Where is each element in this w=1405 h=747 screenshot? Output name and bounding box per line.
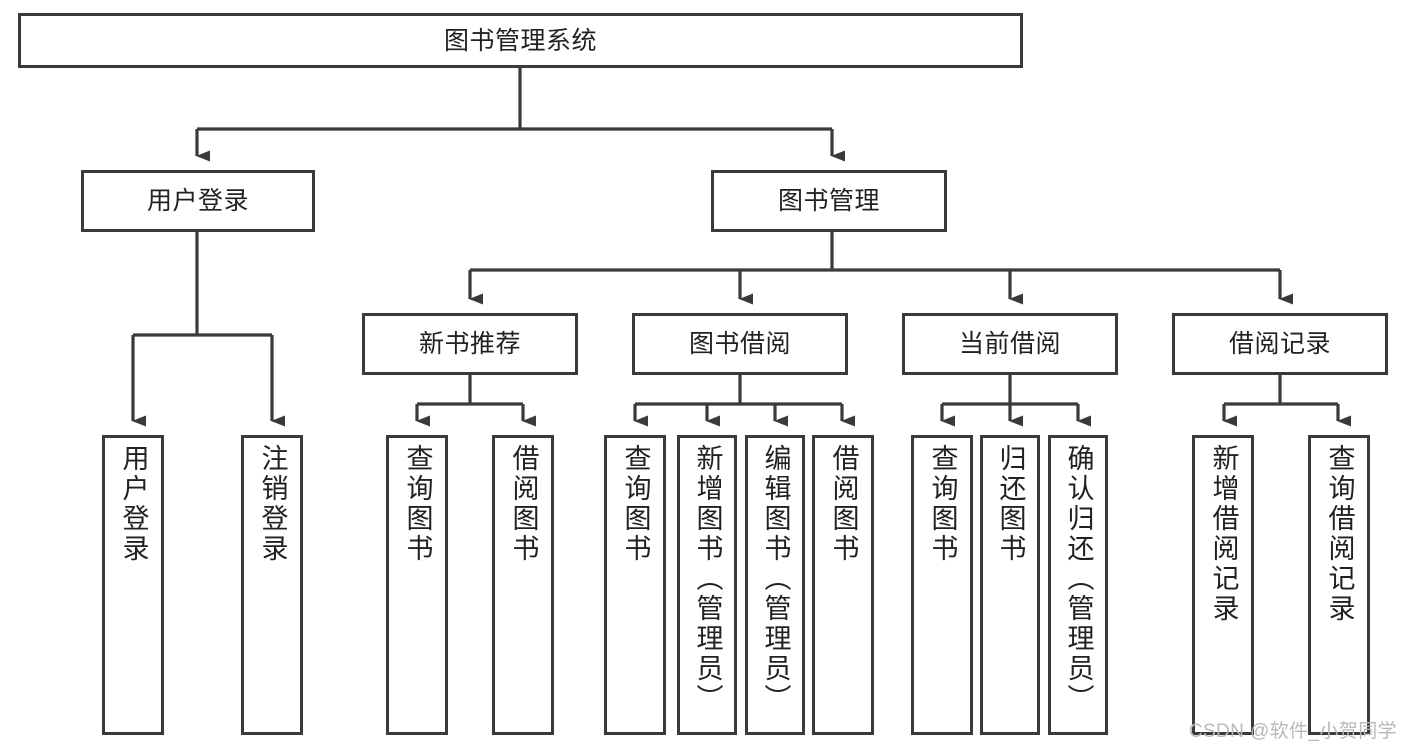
node-current-borrow-label: 当前借阅: [958, 330, 1061, 358]
node-leaf-edit-book[interactable]: 编辑图书（管理员）: [745, 435, 805, 735]
node-book-borrow[interactable]: 图书借阅: [632, 313, 848, 375]
node-root-label: 图书管理系统: [443, 26, 597, 55]
node-book-manage[interactable]: 图书管理: [711, 170, 947, 232]
node-new-book-rec[interactable]: 新书推荐: [362, 313, 578, 375]
node-user-login-label: 用户登录: [146, 187, 249, 215]
node-borrow-record[interactable]: 借阅记录: [1172, 313, 1388, 375]
node-leaf-logout-label: 注销登录: [257, 444, 288, 564]
node-book-borrow-label: 图书借阅: [688, 330, 791, 358]
node-new-book-rec-label: 新书推荐: [418, 330, 521, 358]
node-leaf-add-record[interactable]: 新增借阅记录: [1192, 435, 1254, 735]
node-leaf-user-login-label: 用户登录: [118, 444, 149, 564]
node-leaf-return-book[interactable]: 归还图书: [980, 435, 1040, 735]
node-leaf-query-record-label: 查询借阅记录: [1324, 444, 1355, 624]
node-leaf-query-book-1[interactable]: 查询图书: [386, 435, 448, 735]
node-leaf-borrow-book-1-label: 借阅图书: [508, 444, 539, 564]
node-user-login[interactable]: 用户登录: [81, 170, 315, 232]
node-current-borrow[interactable]: 当前借阅: [902, 313, 1118, 375]
node-leaf-edit-book-label: 编辑图书（管理员）: [760, 444, 791, 714]
node-leaf-add-book[interactable]: 新增图书（管理员）: [677, 435, 737, 735]
node-book-manage-label: 图书管理: [777, 187, 880, 215]
node-borrow-record-label: 借阅记录: [1228, 330, 1331, 358]
node-leaf-add-book-label: 新增图书（管理员）: [692, 444, 723, 714]
node-leaf-query-book-2-label: 查询图书: [620, 444, 651, 564]
node-leaf-borrow-book-2[interactable]: 借阅图书: [812, 435, 874, 735]
node-leaf-user-login[interactable]: 用户登录: [102, 435, 164, 735]
node-leaf-query-record[interactable]: 查询借阅记录: [1308, 435, 1370, 735]
node-leaf-borrow-book-2-label: 借阅图书: [828, 444, 859, 564]
node-leaf-confirm-return[interactable]: 确认归还（管理员）: [1048, 435, 1108, 735]
node-leaf-add-record-label: 新增借阅记录: [1208, 444, 1239, 624]
node-leaf-logout[interactable]: 注销登录: [241, 435, 303, 735]
node-leaf-query-book-3[interactable]: 查询图书: [911, 435, 973, 735]
node-leaf-query-book-2[interactable]: 查询图书: [604, 435, 666, 735]
node-leaf-borrow-book-1[interactable]: 借阅图书: [492, 435, 554, 735]
node-leaf-confirm-return-label: 确认归还（管理员）: [1063, 444, 1094, 714]
node-leaf-return-book-label: 归还图书: [995, 444, 1026, 564]
node-root[interactable]: 图书管理系统: [18, 13, 1023, 68]
node-leaf-query-book-3-label: 查询图书: [927, 444, 958, 564]
watermark-text: CSDN @软件_小贺同学: [1188, 721, 1397, 742]
node-leaf-query-book-1-label: 查询图书: [402, 444, 433, 564]
